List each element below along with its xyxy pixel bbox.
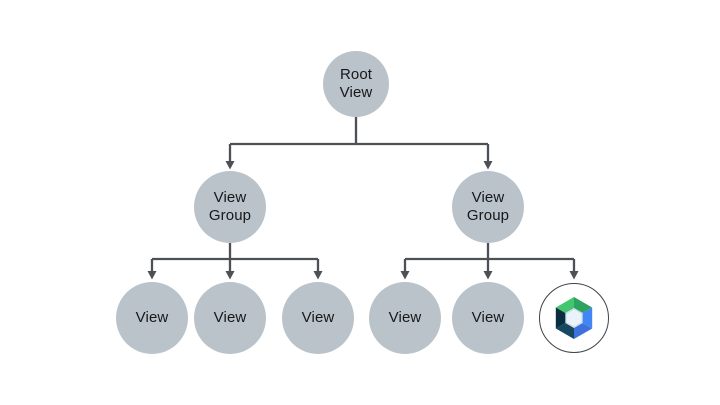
compose-face-blue-light <box>582 307 593 329</box>
connector-lines <box>150 117 576 272</box>
jetpack-compose-icon <box>555 297 593 339</box>
compose-inner-hexagon <box>565 308 583 328</box>
down-arrowhead-icon <box>400 271 410 280</box>
compose-face-navy-bottom <box>555 323 574 339</box>
node-label: View <box>135 309 169 326</box>
node-label: Root View <box>339 66 373 101</box>
node-label: View Group <box>208 189 252 224</box>
node-view-left-3: View <box>282 282 354 354</box>
down-arrowhead-icon <box>225 271 235 280</box>
connector-leftgroup-to-views <box>150 243 320 272</box>
down-arrowhead-icon <box>147 271 157 280</box>
connector-root-to-groups <box>228 117 490 162</box>
connector-rightgroup-to-views <box>403 243 576 272</box>
compose-face-green-light <box>555 297 574 313</box>
compose-face-blue-dark <box>574 323 593 339</box>
compose-face-navy-top <box>555 307 566 329</box>
node-view-left-1: View <box>116 282 188 354</box>
node-label: View <box>301 309 335 326</box>
down-arrowhead-icon <box>313 271 323 280</box>
arrowheads <box>147 161 579 280</box>
down-arrowhead-icon <box>483 271 493 280</box>
node-label: View <box>213 309 247 326</box>
node-view-right-2: View <box>452 282 524 354</box>
node-label: View Group <box>466 189 510 224</box>
node-label: View <box>388 309 422 326</box>
node-view-group-right: View Group <box>452 171 524 243</box>
compose-face-green-dark <box>574 297 593 313</box>
node-view-right-1: View <box>369 282 441 354</box>
node-root-view: Root View <box>323 51 389 117</box>
node-label: View <box>471 309 505 326</box>
down-arrowhead-icon <box>483 161 493 170</box>
node-view-group-left: View Group <box>194 171 266 243</box>
node-view-left-2: View <box>194 282 266 354</box>
down-arrowhead-icon <box>225 161 235 170</box>
node-jetpack-compose <box>539 283 609 353</box>
down-arrowhead-icon <box>569 271 579 280</box>
